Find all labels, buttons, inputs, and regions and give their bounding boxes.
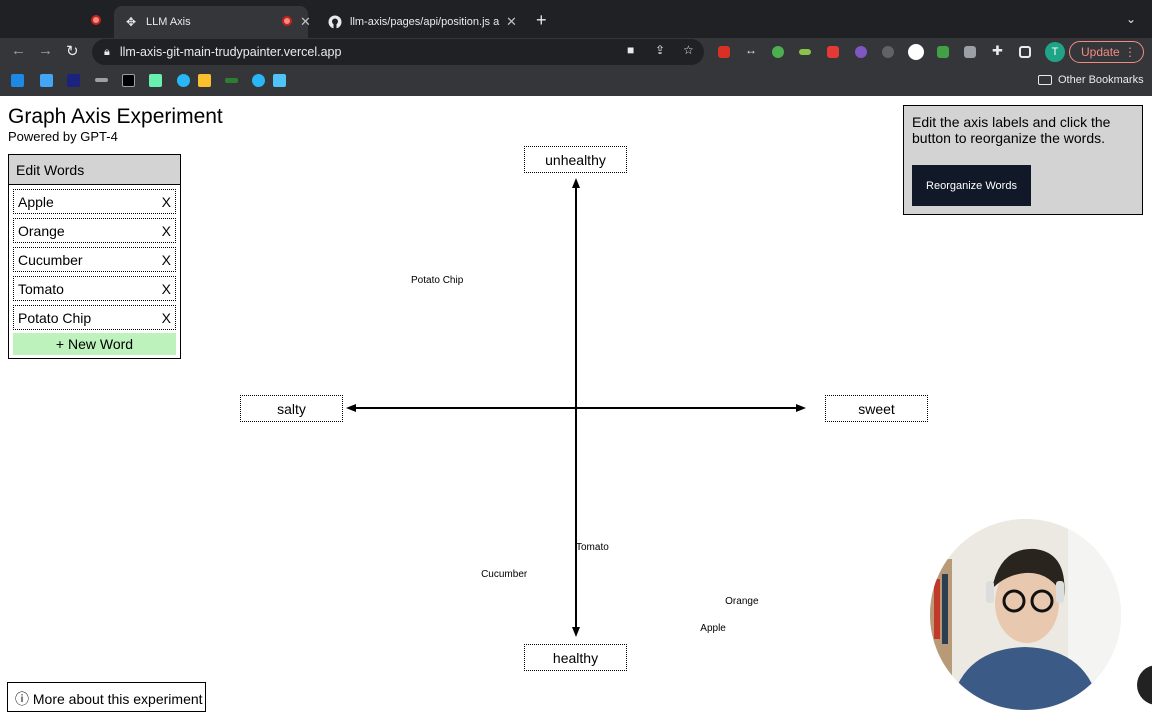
word-item[interactable]: Orange X xyxy=(13,218,176,243)
extension-icon[interactable] xyxy=(855,46,867,58)
plotted-word: Potato Chip xyxy=(411,275,464,287)
side-panel-icon[interactable] xyxy=(1019,46,1031,58)
reorganize-words-button[interactable]: Reorganize Words xyxy=(912,165,1031,206)
arrow-up-icon xyxy=(572,178,580,188)
word-item[interactable]: Cucumber X xyxy=(13,247,176,272)
word-item-label: Apple xyxy=(18,194,54,210)
bookmark-icon[interactable] xyxy=(67,74,80,87)
word-item[interactable]: Apple X xyxy=(13,189,176,214)
bookmark-dropbox-icon[interactable] xyxy=(11,74,24,87)
back-icon[interactable]: ← xyxy=(11,42,26,59)
arrow-right-icon xyxy=(796,404,806,412)
share-icon[interactable]: ⇪ xyxy=(655,43,666,57)
bookmark-image-icon[interactable] xyxy=(273,74,286,87)
arrow-down-icon xyxy=(572,627,580,637)
presenter-video-image xyxy=(930,519,1121,710)
browser-chrome: ✥ LLM Axis ✕ llm-axis/pages/api/position… xyxy=(0,0,1152,96)
extension-icon[interactable]: ↔ xyxy=(745,43,757,57)
extension-icon[interactable] xyxy=(937,46,949,58)
menu-dots-icon: ⋮ xyxy=(1124,45,1136,59)
webcam-overlay xyxy=(930,519,1121,710)
edit-words-header: Edit Words xyxy=(9,155,180,185)
url-text: llm-axis-git-main-trudypainter.vercel.ap… xyxy=(119,45,342,59)
axis-label-top[interactable]: unhealthy xyxy=(524,146,627,173)
axis-label-left[interactable]: salty xyxy=(240,395,343,422)
bookmarks-bar: Other Bookmarks xyxy=(0,66,1152,96)
word-item-label: Cucumber xyxy=(18,252,83,268)
bookmark-star-icon[interactable]: ☆ xyxy=(683,43,694,57)
github-icon xyxy=(328,15,342,29)
arrow-left-icon xyxy=(346,404,356,412)
remove-word-button[interactable]: X xyxy=(161,223,171,239)
bookmark-icon[interactable] xyxy=(95,78,108,82)
close-tab-icon[interactable]: ✕ xyxy=(506,14,517,29)
tab-title: llm-axis/pages/api/position.js a xyxy=(350,16,500,28)
extension-icon[interactable] xyxy=(718,46,730,58)
extension-icon[interactable] xyxy=(827,46,839,58)
floating-control-icon[interactable] xyxy=(1137,665,1152,705)
axis-label-bottom[interactable]: healthy xyxy=(524,644,627,671)
other-bookmarks[interactable]: Other Bookmarks xyxy=(1038,74,1144,86)
word-item[interactable]: Potato Chip X xyxy=(13,305,176,330)
bookmark-icon[interactable] xyxy=(149,74,162,87)
instructions-text: Edit the axis labels and click the butto… xyxy=(912,114,1111,146)
recording-indicator-icon xyxy=(282,16,292,26)
reload-icon[interactable]: ↻ xyxy=(66,43,79,60)
bookmark-icon[interactable] xyxy=(252,74,265,87)
folder-icon xyxy=(1038,75,1052,85)
bookmark-home-icon[interactable] xyxy=(198,74,211,87)
instructions-panel: Edit the axis labels and click the butto… xyxy=(903,105,1143,215)
extension-icon[interactable] xyxy=(882,46,894,58)
new-tab-icon[interactable]: + xyxy=(536,10,547,30)
plotted-word: Orange xyxy=(725,596,759,608)
bookmark-calendar-icon[interactable] xyxy=(40,74,53,87)
word-item-label: Orange xyxy=(18,223,65,239)
page-content: Graph Axis Experiment Powered by GPT-4 E… xyxy=(0,96,1152,720)
profile-avatar[interactable]: T xyxy=(1045,42,1065,62)
extension-icon[interactable] xyxy=(908,44,924,60)
update-label: Update xyxy=(1081,45,1120,59)
plotted-word: Apple xyxy=(700,623,726,635)
address-bar[interactable]: 🔒︎ llm-axis-git-main-trudypainter.vercel… xyxy=(92,39,704,65)
move-icon: ✥ xyxy=(125,15,137,29)
extensions-puzzle-icon[interactable]: ✚ xyxy=(992,43,1003,58)
word-item-label: Tomato xyxy=(18,281,64,297)
tab-llm-axis[interactable]: ✥ LLM Axis ✕ xyxy=(114,6,311,38)
camera-icon[interactable]: ■ xyxy=(627,43,635,57)
word-item-label: Potato Chip xyxy=(18,310,92,326)
lock-icon: 🔒︎ xyxy=(104,45,110,58)
remove-word-button[interactable]: X xyxy=(161,281,171,297)
bookmark-icon[interactable] xyxy=(122,74,135,87)
remove-word-button[interactable]: X xyxy=(161,194,171,210)
recording-indicator-icon xyxy=(91,15,101,25)
tab-github-position[interactable]: llm-axis/pages/api/position.js a ✕ xyxy=(322,6,522,38)
remove-word-button[interactable]: X xyxy=(161,252,171,268)
tab-title: LLM Axis xyxy=(146,16,191,28)
axis-graph xyxy=(346,178,806,637)
tab-strip: ✥ LLM Axis ✕ llm-axis/pages/api/position… xyxy=(0,0,1152,38)
other-bookmarks-label: Other Bookmarks xyxy=(1058,74,1144,86)
remove-word-button[interactable]: X xyxy=(161,310,171,326)
bookmark-icon[interactable] xyxy=(177,74,190,87)
new-word-button[interactable]: + New Word xyxy=(13,333,176,355)
more-about-button[interactable]: ⓘ More about this experiment xyxy=(7,682,206,712)
extension-icon[interactable] xyxy=(799,49,811,55)
tab-search-chevron-icon[interactable]: ⌄ xyxy=(1126,12,1137,26)
browser-toolbar: ← → ↻ 🔒︎ llm-axis-git-main-trudypainter.… xyxy=(0,38,1152,66)
forward-icon[interactable]: → xyxy=(38,42,53,59)
page-title: Graph Axis Experiment xyxy=(8,105,223,128)
page-subtitle: Powered by GPT-4 xyxy=(8,129,118,144)
word-item[interactable]: Tomato X xyxy=(13,276,176,301)
axis-label-right[interactable]: sweet xyxy=(825,395,928,422)
extension-icon[interactable] xyxy=(964,46,976,58)
plotted-word: Tomato xyxy=(576,542,609,554)
update-button[interactable]: Update ⋮ xyxy=(1069,41,1144,63)
bookmark-icon[interactable] xyxy=(225,78,238,83)
plotted-word: Cucumber xyxy=(481,569,528,581)
extension-icon[interactable] xyxy=(772,46,784,58)
close-tab-icon[interactable]: ✕ xyxy=(300,14,311,29)
